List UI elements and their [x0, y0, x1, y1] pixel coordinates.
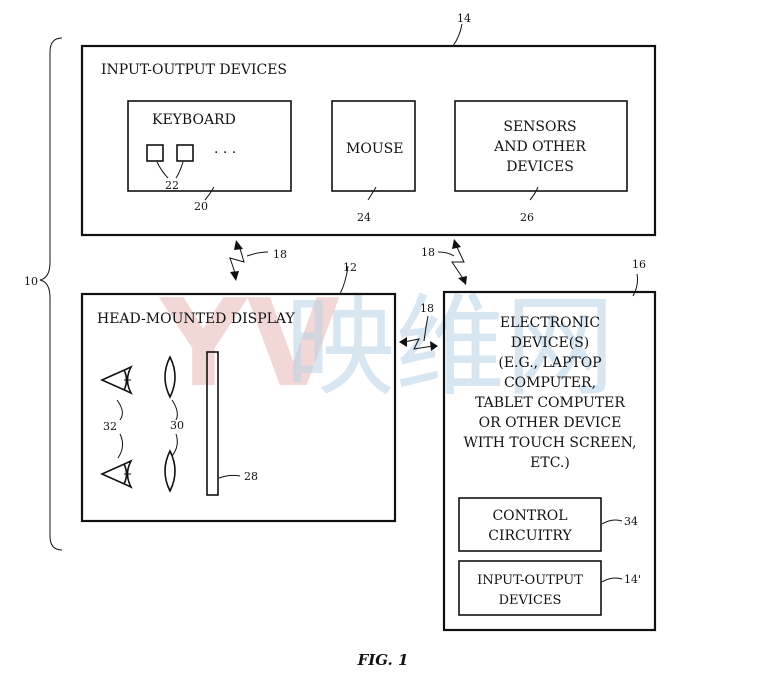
keyboard-ellipsis: · · · [214, 145, 236, 161]
lens-upper [164, 355, 176, 399]
electronic-line-7: WITH TOUCH SCREEN, [464, 435, 637, 451]
mouse-leader [367, 186, 377, 201]
hmd-box [80, 292, 397, 523]
sensors-line-1: SENSORS [503, 119, 576, 135]
electronic-leader [632, 273, 638, 297]
eyes-leader [116, 399, 124, 459]
io2-line-2: DEVICES [499, 593, 562, 608]
watermark-text: 映维网 [285, 283, 615, 411]
control-leader [601, 519, 623, 525]
mouse-label: MOUSE [346, 141, 403, 157]
electronic-line-5: TABLET COMPUTER [475, 395, 625, 411]
io-devices-box [80, 44, 657, 237]
io-devices-leader [452, 23, 463, 47]
electronic-line-8: ETC.) [530, 455, 570, 471]
display-ref: 28 [244, 470, 258, 483]
mouse-ref: 24 [357, 211, 371, 224]
sensors-line-3: DEVICES [506, 159, 574, 175]
io-devices-ref: 14 [457, 12, 471, 25]
control-circuitry-box [458, 497, 602, 552]
lenses-ref: 30 [170, 419, 184, 432]
keyboard-label: KEYBOARD [152, 112, 236, 128]
display-leader [218, 474, 241, 479]
control-ref: 34 [624, 515, 638, 528]
eye-lower [100, 459, 133, 489]
io2-line-1: INPUT-OUTPUT [477, 573, 583, 588]
keyboard-box [127, 100, 292, 192]
wireless-link-right [437, 239, 467, 285]
keys-ref: 22 [165, 179, 179, 192]
electronic-line-2: DEVICE(S) [511, 335, 590, 351]
sensors-line-2: AND OTHER [493, 139, 586, 155]
keys-leader [156, 161, 184, 179]
watermark-logo: YV [158, 275, 340, 414]
io-devices-title: INPUT-OUTPUT DEVICES [101, 62, 287, 78]
system-ref: 10 [24, 275, 38, 288]
hmd-leader [339, 265, 349, 295]
electronic-ref: 16 [632, 258, 646, 271]
wireless-link-middle [399, 315, 438, 351]
figure-caption: FIG. 1 [357, 651, 409, 669]
display-panel [206, 351, 219, 496]
keyboard-leader [204, 186, 215, 201]
hmd-ref: 12 [343, 261, 357, 274]
io2-leader [601, 577, 623, 583]
sensors-box [454, 100, 628, 192]
link-ref-right: 18 [421, 246, 435, 259]
link-ref-middle: 18 [420, 302, 434, 315]
io-devices-secondary-box [458, 560, 602, 616]
electronic-line-4: COMPUTER, [504, 375, 596, 391]
key-2 [176, 144, 194, 162]
control-line-1: CONTROL [492, 508, 567, 524]
wireless-link-left [229, 240, 269, 281]
eye-upper [100, 365, 133, 395]
sensors-ref: 26 [520, 211, 534, 224]
electronic-device-box [442, 290, 657, 632]
electronic-line-6: OR OTHER DEVICE [479, 415, 622, 431]
keyboard-ref: 20 [194, 200, 208, 213]
lenses-leader [171, 399, 178, 457]
eyes-ref: 32 [103, 420, 117, 433]
key-1 [146, 144, 164, 162]
lens-lower [164, 449, 176, 493]
control-line-2: CIRCUITRY [488, 528, 572, 544]
sensors-leader [529, 186, 539, 201]
electronic-line-3: (E.G., LAPTOP [498, 355, 601, 371]
io2-ref: 14' [624, 573, 641, 586]
electronic-line-1: ELECTRONIC [500, 315, 600, 331]
hmd-title: HEAD-MOUNTED DISPLAY [97, 311, 295, 327]
system-brace [39, 37, 63, 551]
link-ref-left: 18 [273, 248, 287, 261]
